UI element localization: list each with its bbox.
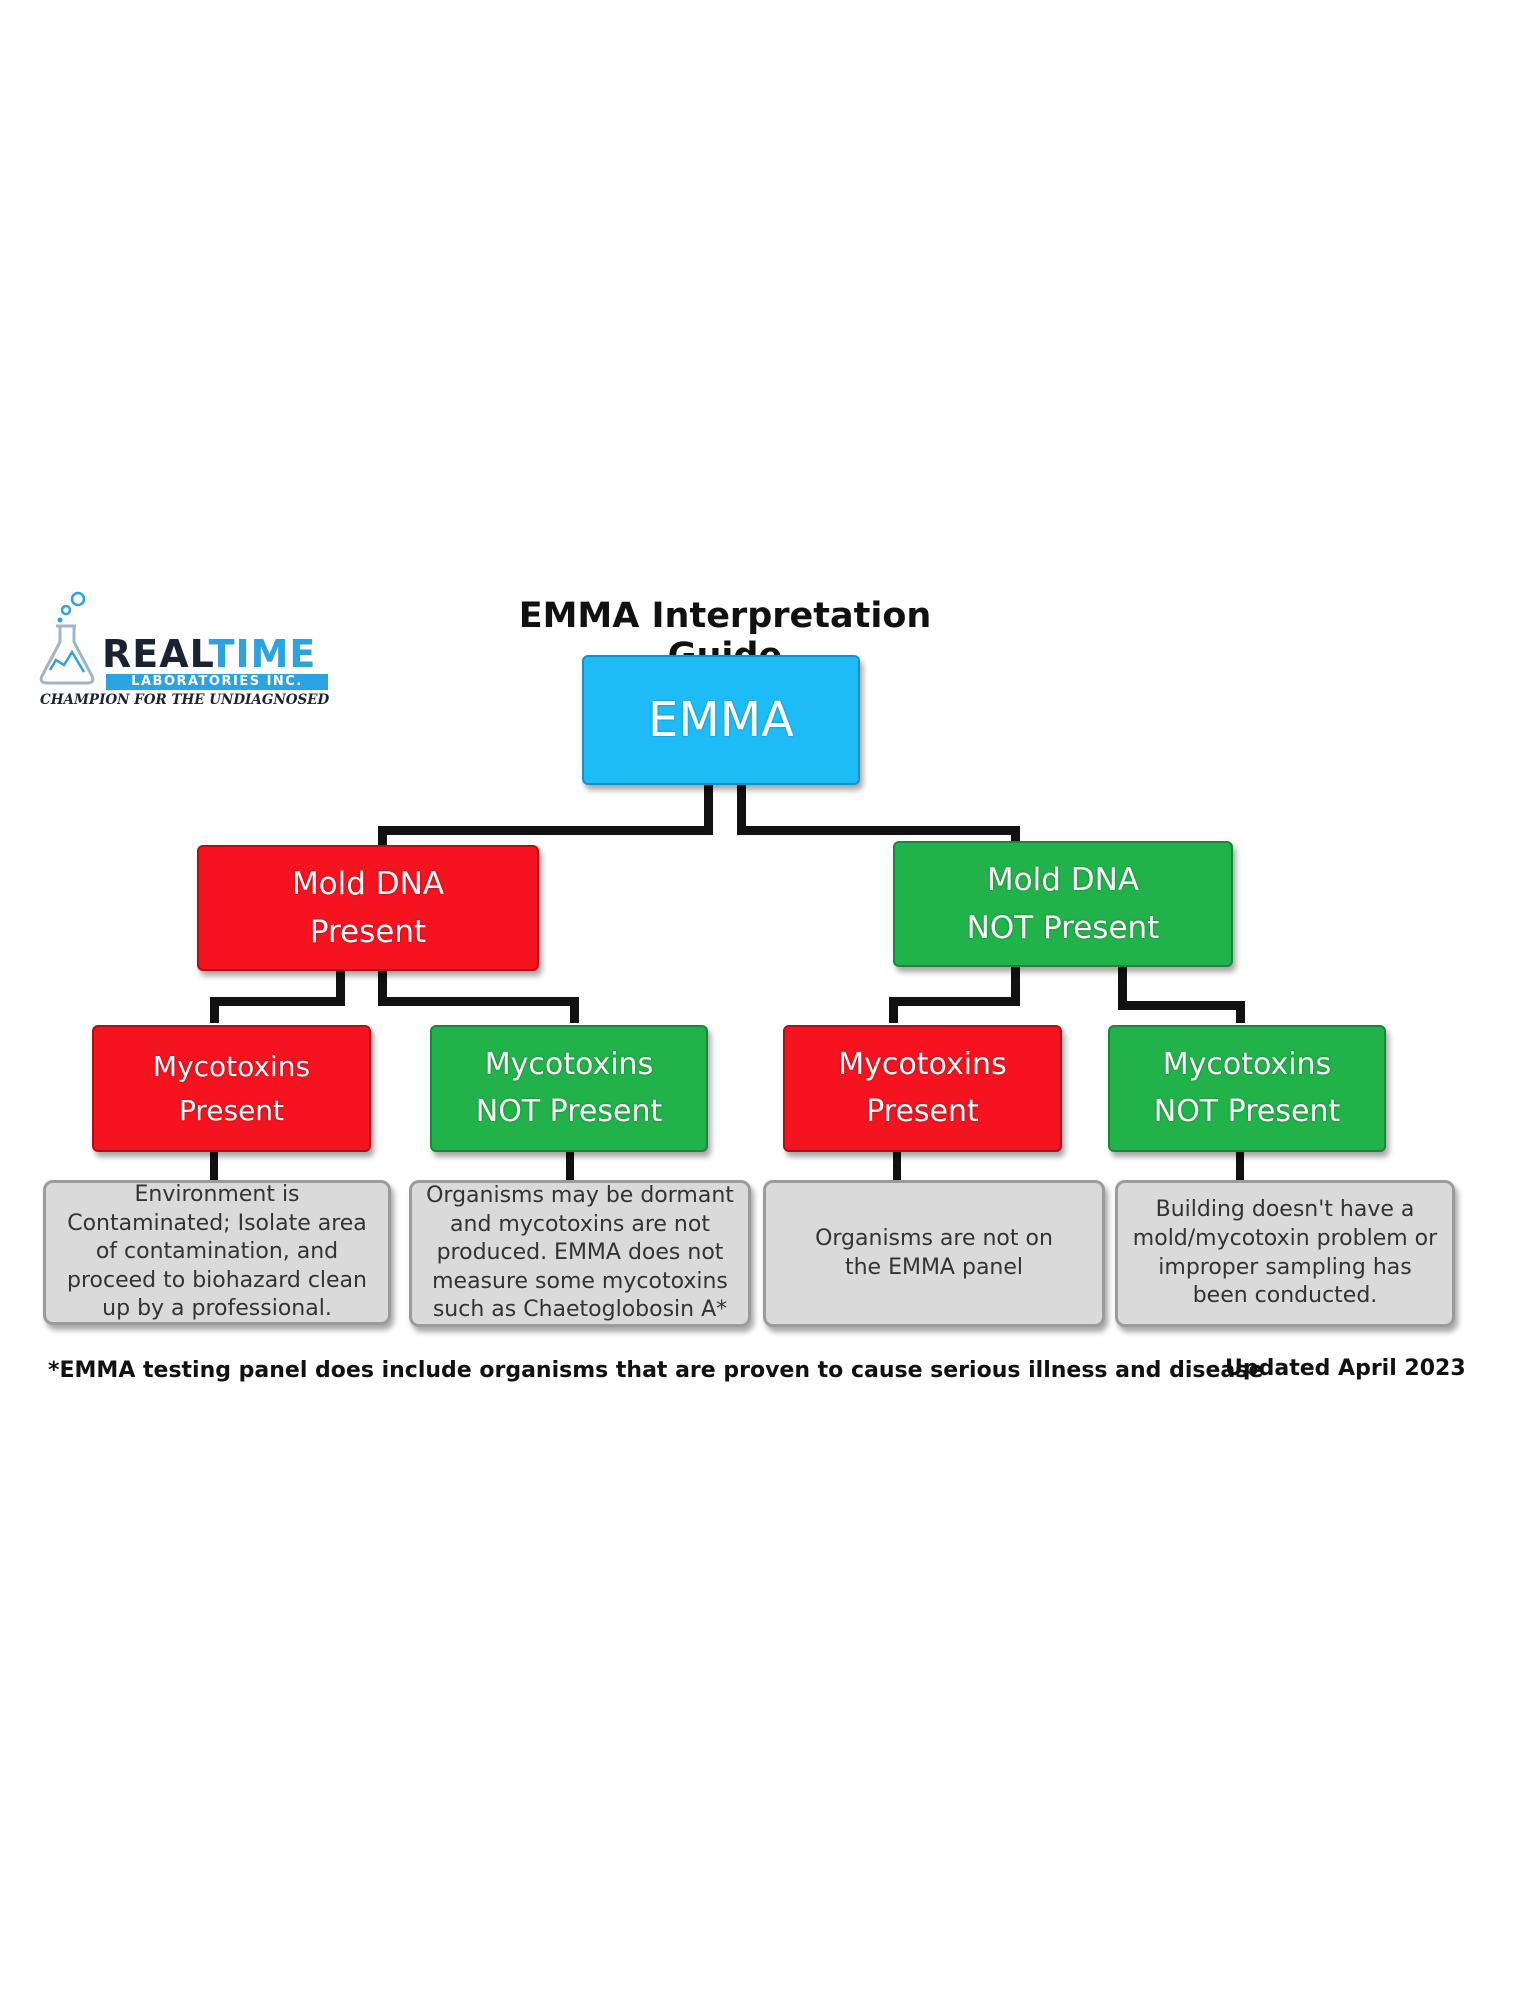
connector-line (1236, 1152, 1244, 1182)
node-mycotoxins-not-present-right: Mycotoxins NOT Present (1108, 1025, 1386, 1152)
node-mycotoxins-present-right: Mycotoxins Present (783, 1025, 1062, 1152)
node-emma: EMMA (582, 655, 860, 785)
outcome-dormant: Organisms may be dormant and mycotoxins … (409, 1180, 751, 1327)
logo: REALTIME LABORATORIES INC. CHAMPION FOR … (36, 590, 336, 710)
node-mold-dna-not-present: Mold DNA NOT Present (893, 841, 1233, 967)
connector-line (210, 997, 345, 1006)
connector-line (210, 997, 219, 1023)
outcome-no-problem: Building doesn't have a mold/mycotoxin p… (1115, 1180, 1455, 1327)
connector-line (893, 1152, 901, 1182)
flask-icon (39, 591, 95, 685)
node-mycotoxins-present-left: Mycotoxins Present (92, 1025, 371, 1152)
connector-line (889, 997, 898, 1023)
connector-line (378, 826, 387, 852)
connector-line (378, 970, 387, 1006)
connector-line (210, 1152, 218, 1182)
connector-line (737, 826, 1020, 835)
updated-date: Updated April 2023 (1225, 1356, 1466, 1381)
connector-line (1236, 1001, 1245, 1023)
outcome-not-on-panel: Organisms are not on the EMMA panel (763, 1180, 1105, 1327)
logo-brand-secondary: TIME (208, 632, 317, 676)
logo-brand-primary: REAL (102, 632, 209, 676)
connector-line (378, 997, 579, 1006)
connector-line (1118, 1001, 1245, 1010)
logo-subtitle: LABORATORIES INC. (106, 674, 328, 690)
footnote: *EMMA testing panel does include organis… (48, 1358, 1264, 1383)
connector-line (1011, 826, 1020, 848)
connector-line (378, 826, 713, 835)
connector-line (704, 785, 713, 835)
connector-line (336, 970, 345, 1006)
connector-line (570, 997, 579, 1023)
node-mycotoxins-not-present-left: Mycotoxins NOT Present (430, 1025, 708, 1152)
connector-line (889, 997, 1020, 1006)
node-mold-dna-present: Mold DNA Present (197, 845, 539, 971)
connector-line (1118, 966, 1127, 1006)
connector-line (566, 1152, 574, 1182)
connector-line (1011, 966, 1020, 1006)
outcome-contaminated: Environment is Contaminated; Isolate are… (43, 1180, 391, 1325)
connector-line (737, 785, 746, 835)
logo-tagline: CHAMPION FOR THE UNDIAGNOSED (40, 692, 330, 708)
